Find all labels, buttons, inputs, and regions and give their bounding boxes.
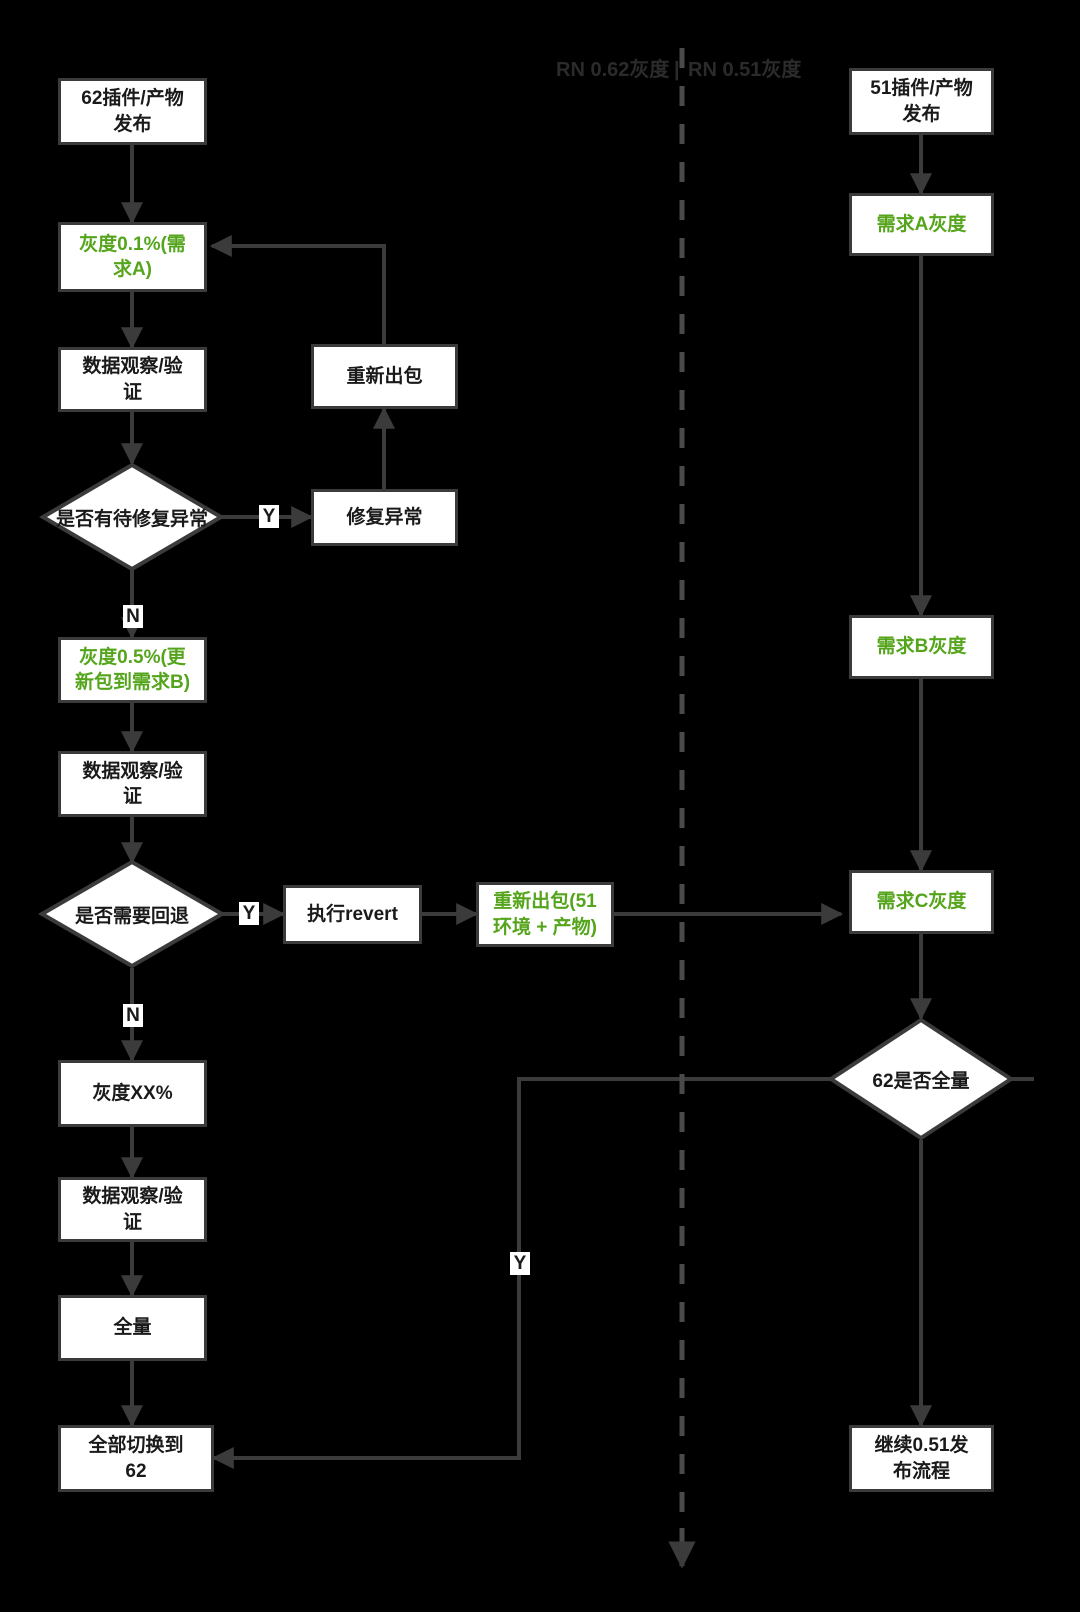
edge-label-fix-yes: Y	[259, 505, 279, 528]
node-fix-exception[interactable]: 修复异常	[311, 489, 458, 546]
diamond-n9	[38, 859, 226, 969]
lane-title-left: RN 0.62灰度	[556, 59, 670, 81]
node-data-observation-verify-1[interactable]: 数据观察/验证	[58, 347, 207, 412]
node-62-plugin-release[interactable]: 62插件/产物发布	[58, 78, 207, 145]
lane-title-right: RN 0.51灰度	[688, 59, 802, 81]
node-rebuild-package[interactable]: 重新出包	[311, 344, 458, 409]
edge-label-fix-no: N	[123, 605, 143, 628]
edge-label-revert-no: N	[123, 1004, 143, 1027]
edge-n6-n2-seg	[222, 244, 386, 344]
node-gray-0.1-percent-requirement-a[interactable]: 灰度0.1%(需求A)	[58, 222, 207, 292]
node-data-observation-verify-2[interactable]: 数据观察/验证	[58, 751, 207, 817]
node-data-observation-verify-3[interactable]: 数据观察/验证	[58, 1177, 207, 1242]
diamond-r5	[827, 1017, 1015, 1141]
node-gray-0.5-percent-update-to-requirement-b[interactable]: 灰度0.5%(更新包到需求B)	[58, 637, 207, 703]
edge-label-revert-yes: Y	[239, 902, 259, 925]
node-gray-xx-percent[interactable]: 灰度XX%	[58, 1060, 207, 1127]
diamond-n4	[39, 462, 225, 572]
node-requirement-c-gray[interactable]: 需求C灰度	[849, 870, 994, 934]
edge-label-fullvolume-yes: Y	[510, 1252, 530, 1275]
node-continue-051-release-flow[interactable]: 继续0.51发布流程	[849, 1425, 994, 1492]
node-51-plugin-release[interactable]: 51插件/产物发布	[849, 68, 994, 135]
node-requirement-a-gray[interactable]: 需求A灰度	[849, 193, 994, 256]
node-full-volume[interactable]: 全量	[58, 1295, 207, 1361]
node-execute-revert[interactable]: 执行revert	[283, 885, 422, 944]
lane-title-separator: |	[674, 59, 680, 81]
node-requirement-b-gray[interactable]: 需求B灰度	[849, 615, 994, 679]
